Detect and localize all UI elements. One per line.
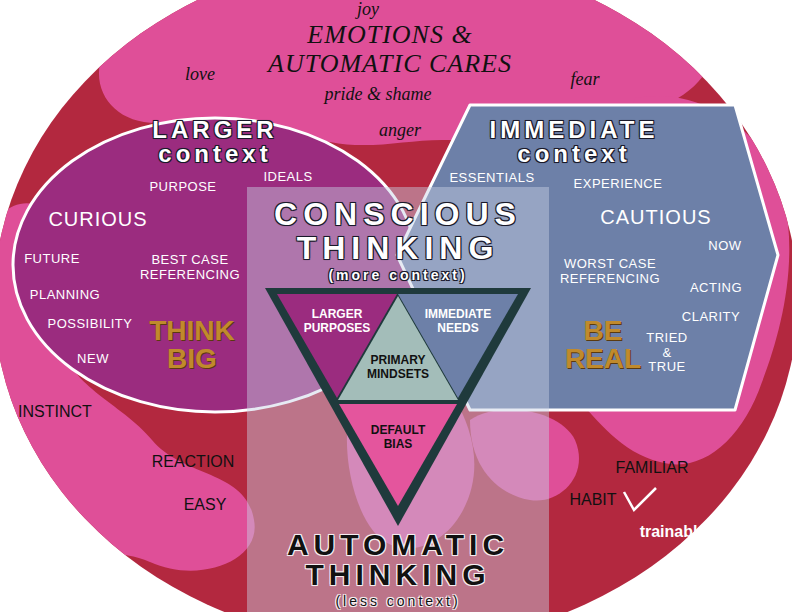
motto: THINK BIG	[142, 317, 242, 373]
shape-outline	[247, 528, 549, 612]
triangle-label: DEFAULT BIAS	[363, 424, 433, 452]
keyword: FUTURE	[17, 252, 87, 267]
keyword: ESSENTIALS	[447, 171, 537, 186]
automatic-word: EASY	[165, 496, 245, 514]
automatic-word: trainable	[618, 523, 728, 541]
keyword: CURIOUS	[38, 208, 158, 230]
region-heading: LARGER context	[130, 118, 300, 166]
triangle-label: IMMEDIATE NEEDS	[413, 308, 503, 336]
keyword: NOW	[700, 239, 750, 254]
keyword: WORST CASE REFERENCING	[555, 257, 665, 287]
panel-subheading: (less context)	[253, 594, 543, 609]
triangle-label: LARGER PURPOSES	[297, 308, 377, 336]
triangle-label: PRIMARY MINDSETS	[362, 354, 434, 382]
keyword: PURPOSE	[123, 180, 243, 195]
region-heading: IMMEDIATE context	[474, 118, 674, 166]
panel-subheading: (more context)	[253, 268, 543, 283]
emotion-blobs	[0, 0, 789, 571]
keyword: CAUTIOUS	[596, 206, 716, 228]
emotion-word: fear	[545, 70, 625, 90]
automatic-word: FAMILIAR	[597, 459, 707, 477]
keyword: TRIED & TRUE	[643, 331, 691, 376]
automatic-word: INSTINCT	[5, 403, 105, 421]
keyword: PLANNING	[20, 288, 110, 303]
thinking-panel: CONSCIOUS THINKING (more context) LARGER P…	[247, 187, 549, 528]
keyword: IDEALS	[248, 170, 328, 185]
keyword: BEST CASE REFERENCING	[135, 253, 245, 283]
shape-outline	[338, 296, 458, 400]
shape-svg	[339, 404, 457, 508]
panel-heading: CONSCIOUS THINKING	[253, 198, 543, 265]
check-mark	[624, 488, 656, 510]
emotion-word: love	[160, 65, 240, 85]
keyword: NEW	[63, 352, 123, 367]
motto: BE REAL	[558, 317, 648, 373]
shape-outline	[247, 187, 549, 528]
thinking-panel: AUTOMATIC THINKING (less context)	[247, 528, 549, 612]
keyword: POSSIBILITY	[40, 317, 140, 332]
automatic-word: REACTION	[138, 453, 248, 471]
diagram-title: EMOTIONS & AUTOMATIC CARES	[240, 21, 540, 78]
shape-outline	[339, 404, 457, 506]
emotion-word: anger	[360, 121, 440, 141]
panel-heading: AUTOMATIC THINKING	[253, 530, 543, 590]
keyword: EXPERIENCE	[568, 177, 668, 192]
keyword: CLARITY	[676, 310, 746, 325]
keyword: ACTING	[686, 281, 746, 296]
triangle-frame	[265, 288, 531, 526]
mindset-triangle: DEFAULT BIAS	[339, 404, 457, 508]
emotion-word: joy	[338, 0, 398, 20]
emotion-word: pride & shame	[298, 85, 458, 105]
automatic-word: HABIT	[553, 491, 633, 509]
